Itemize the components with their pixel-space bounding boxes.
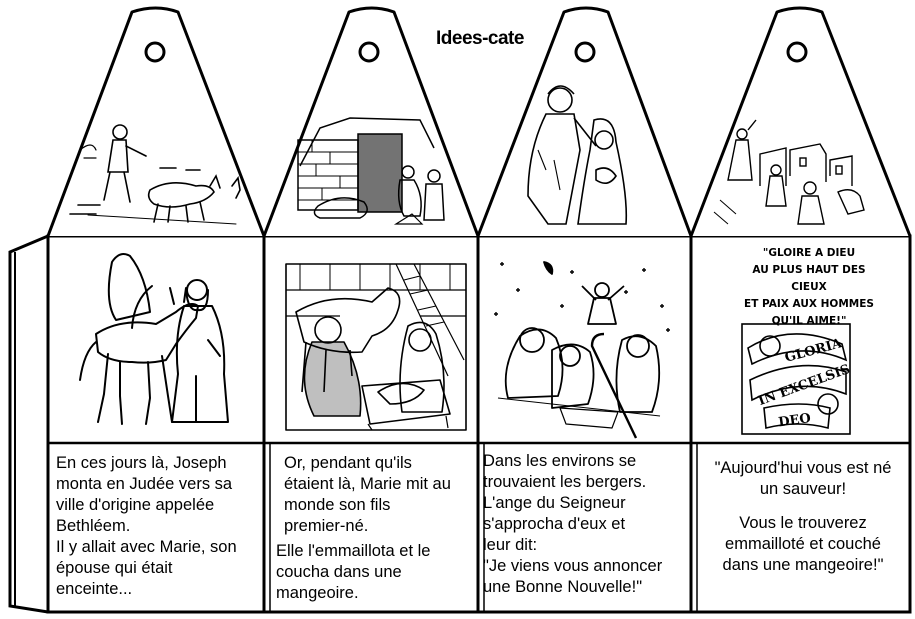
text-line: monde son fils bbox=[284, 496, 391, 514]
announcement-paragraph: "Aujourd'hui vous est né un sauveur! bbox=[697, 458, 909, 500]
text-line: L'ange du Seigneur bbox=[483, 494, 626, 512]
gloria-quote: "GLOIRE A DIEU AU PLUS HAUT DES CIEUX ET… bbox=[733, 245, 885, 330]
panel-1-text: En ces jours là, Joseph monta en Judée v… bbox=[56, 453, 268, 600]
panel-4-text: "Aujourd'hui vous est né un sauveur! Vou… bbox=[697, 458, 909, 589]
text-line: coucha dans une bbox=[276, 563, 402, 581]
text-line: Elle l'emmaillota et le bbox=[276, 542, 431, 560]
text-line: dans une mangeoire!" bbox=[722, 556, 884, 574]
text-line: monta en Judée vers sa bbox=[56, 475, 233, 493]
text-line: emmailloté et couché bbox=[725, 535, 881, 553]
text-line: Or, pendant qu'ils bbox=[284, 454, 412, 472]
banner-word-1: GLORIA bbox=[783, 336, 844, 366]
roof-flaps bbox=[46, 6, 912, 237]
text-line: En ces jours là, Joseph bbox=[56, 454, 227, 472]
manger-paragraph: Vous le trouverez emmailloté et couché d… bbox=[697, 513, 909, 576]
text-line: Bethléem. bbox=[56, 517, 131, 535]
panel-2-text: Or, pendant qu'ils étaient là, Marie mit… bbox=[276, 453, 476, 604]
text-line: enceinte... bbox=[56, 580, 133, 598]
text-line: épouse qui était bbox=[56, 559, 173, 577]
roof-scene-stable bbox=[297, 117, 445, 225]
hole-3 bbox=[574, 41, 596, 63]
illustration-nativity bbox=[285, 263, 467, 431]
hole-2 bbox=[358, 41, 380, 63]
quote-line: "GLOIRE A DIEU bbox=[762, 247, 856, 259]
text-line: mangeoire. bbox=[276, 584, 359, 602]
text-line: "Je viens vous annoncer bbox=[483, 557, 663, 575]
illustration-gloria-banner: GLORIA IN EXCELSIS DEO bbox=[741, 323, 852, 435]
banner-word-3: DEO bbox=[777, 411, 811, 430]
quote-line: ET PAIX AUX HOMMES bbox=[744, 298, 874, 310]
text-line: Dans les environs se bbox=[483, 452, 637, 470]
illustration-shepherds bbox=[494, 261, 670, 439]
brand-name: Idees-cate bbox=[436, 28, 524, 49]
text-line: Vous le trouverez bbox=[739, 514, 867, 532]
stars bbox=[494, 262, 670, 332]
hole-1 bbox=[144, 41, 166, 63]
lantern-outline bbox=[46, 234, 912, 614]
text-line: trouvaient les bergers. bbox=[483, 473, 647, 491]
text-line: "Aujourd'hui vous est né bbox=[714, 459, 892, 477]
text-line: un sauveur! bbox=[759, 480, 847, 498]
glue-tab bbox=[8, 234, 49, 614]
text-line: Il y allait avec Marie, son bbox=[56, 538, 237, 556]
hole-4 bbox=[786, 41, 808, 63]
illustration-journey bbox=[79, 253, 229, 425]
hanging-holes bbox=[144, 41, 808, 63]
roof-scene-shepherd bbox=[69, 124, 241, 225]
text-line: étaient là, Marie mit au bbox=[284, 475, 451, 493]
text-line: ville d'origine appelée bbox=[56, 496, 215, 514]
quote-line: QU'IL AIME!" bbox=[771, 315, 847, 327]
roof-scene-holy-family bbox=[527, 85, 628, 225]
panel-3-text: Dans les environs se trouvaient les berg… bbox=[483, 451, 689, 598]
text-line: une Bonne Nouvelle!" bbox=[483, 578, 643, 596]
quote-line: AU PLUS HAUT DES CIEUX bbox=[752, 264, 866, 293]
text-line: s'approcha d'eux et bbox=[483, 515, 626, 533]
text-line: premier-né. bbox=[284, 517, 369, 535]
text-line: leur dit: bbox=[483, 536, 538, 554]
roof-scene-bethlehem bbox=[713, 119, 865, 225]
